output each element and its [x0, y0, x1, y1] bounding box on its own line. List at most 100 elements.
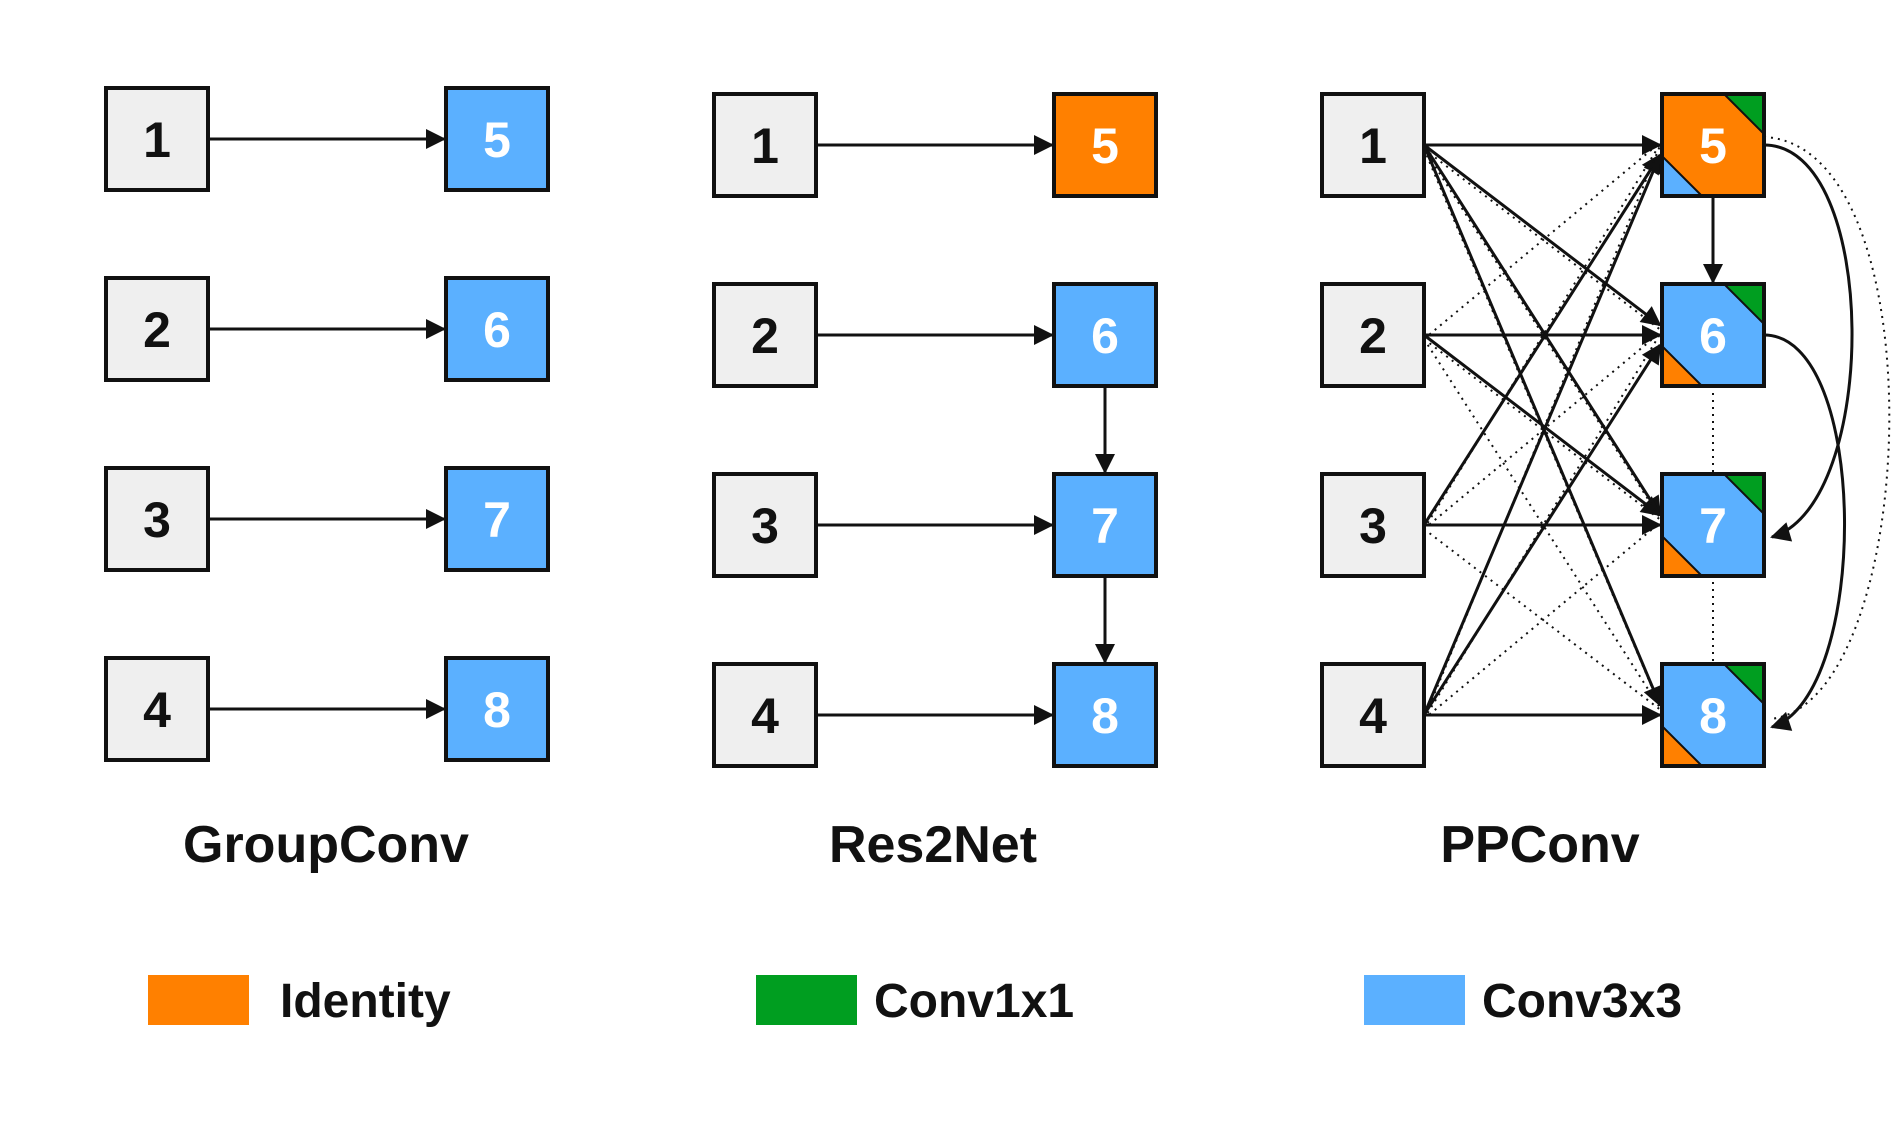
res2net-output-box-5: 5: [1052, 92, 1158, 198]
ppconv-input-box-3: 3: [1320, 472, 1426, 578]
legend: Identity Conv1x1 Conv3x3: [148, 975, 1682, 1028]
legend-label-conv3x3: Conv3x3: [1482, 975, 1682, 1028]
groupconv-input-box-1-rect: [104, 86, 210, 192]
groupconv-output-box-5: 5: [444, 86, 550, 192]
ppconv-cross-edge-1: [1422, 144, 1662, 517]
ppconv-dotted-edge-0-1: [1423, 148, 1663, 332]
legend-swatch-conv3x3: [1364, 975, 1465, 1025]
res2net-output-label-7: 7: [1091, 498, 1119, 554]
ppconv-cross-edge-0: [1423, 143, 1662, 327]
ppconv-cross-edge-6: [1422, 343, 1662, 716]
legend-label-identity: Identity: [280, 975, 451, 1028]
res2net-output-box-8: 8: [1052, 662, 1158, 768]
ppconv-output-5-border: [1660, 92, 1766, 198]
groupconv-input-box-2-rect: [104, 276, 210, 382]
res2net-input-box-2: 2: [712, 282, 818, 388]
ppconv-output-7-border: [1660, 472, 1766, 578]
groupconv-input-label-3: 3: [143, 492, 171, 548]
ppconv-output-label-7: 7: [1699, 498, 1727, 554]
res2net-output-box-7: 7: [1052, 472, 1158, 578]
res2net-input-label-4: 4: [751, 688, 779, 744]
ppconv-dotted-edge-2-3: [1423, 528, 1663, 712]
res2net-input-box-3: 3: [712, 472, 818, 578]
groupconv-input-box-1: 1: [104, 86, 210, 192]
nodes-layer: 1 2 3 4 5 6 7 8 1 2 3 4 5 6 7 8 1 2 3 4 5 6 7 8: [104, 86, 1766, 768]
ppconv-curve-5-to-7: [1763, 143, 1854, 542]
groupconv-output-6-border: [444, 276, 550, 382]
ppconv-output-box-5: 5: [1660, 92, 1766, 198]
res2net-input-label-1: 1: [751, 118, 779, 174]
res2net-output-label-8: 8: [1091, 688, 1119, 744]
ppconv-output-label-5: 5: [1699, 118, 1727, 174]
groupconv-input-box-2: 2: [104, 276, 210, 382]
ppconv-dotted-edge-2-0: [1423, 140, 1663, 530]
res2net-input-box-2-rect: [712, 282, 818, 388]
ppconv-output-box-8: 8: [1660, 662, 1766, 768]
res2net-output-box-6: 6: [1052, 282, 1158, 388]
ppconv-dotted-edge-2-1: [1423, 330, 1663, 530]
ppconv-cross-edge-7: [1422, 153, 1662, 526]
ppconv-cross-edge-4: [1423, 333, 1662, 517]
res2net-input-label-2: 2: [751, 308, 779, 364]
ppconv-input-box-1-rect: [1320, 92, 1426, 198]
res2net-input-label-3: 3: [751, 498, 779, 554]
ppconv-input-box-2-rect: [1320, 282, 1426, 388]
groupconv-input-box-4: 4: [104, 656, 210, 762]
ppconv-dotted-curve-5-to-8: [1763, 136, 1891, 720]
ppconv-dotted-edge-3-1: [1423, 330, 1663, 720]
res2net-output-label-6: 6: [1091, 308, 1119, 364]
ppconv-dotted-edge-1-0: [1423, 140, 1663, 340]
ppconv-cross-edge-5: [1422, 153, 1663, 716]
legend-swatch-identity: [148, 975, 249, 1025]
edges-layer: [208, 129, 1891, 731]
res2net-output-8-border: [1052, 662, 1158, 768]
ppconv-output-6-border: [1660, 282, 1766, 388]
groupconv-output-5-border: [444, 86, 550, 192]
res2net-output-5-border: [1052, 92, 1158, 198]
res2net-output-label-5: 5: [1091, 118, 1119, 174]
ppconv-input-box-4-rect: [1320, 662, 1426, 768]
groupconv-output-label-6: 6: [483, 302, 511, 358]
ppconv-output-label-6: 6: [1699, 308, 1727, 364]
groupconv-input-box-4-rect: [104, 656, 210, 762]
ppconv-input-box-4: 4: [1320, 662, 1426, 768]
ppconv-input-label-1: 1: [1359, 118, 1387, 174]
res2net-output-6-border: [1052, 282, 1158, 388]
groupconv-input-box-3: 3: [104, 466, 210, 572]
res2net-input-box-4: 4: [712, 662, 818, 768]
ppconv-input-box-3-rect: [1320, 472, 1426, 578]
ppconv-input-label-4: 4: [1359, 688, 1387, 744]
groupconv-output-7-border: [444, 466, 550, 572]
ppconv-input-label-2: 2: [1359, 308, 1387, 364]
res2net-input-box-1: 1: [712, 92, 818, 198]
groupconv-input-label-4: 4: [143, 682, 171, 738]
res2net-input-box-4-rect: [712, 662, 818, 768]
groupconv-output-box-7: 7: [444, 466, 550, 572]
panel-title-groupconv: GroupConv: [183, 816, 469, 874]
ppconv-curve-6-to-8: [1763, 333, 1846, 731]
legend-swatch-conv1x1: [756, 975, 857, 1025]
ppconv-input-box-1: 1: [1320, 92, 1426, 198]
legend-label-conv1x1: Conv1x1: [874, 975, 1074, 1028]
ppconv-dotted-edge-3-2: [1423, 520, 1663, 720]
groupconv-output-label-7: 7: [483, 492, 511, 548]
ppconv-output-label-8: 8: [1699, 688, 1727, 744]
ppconv-output-box-7: 7: [1660, 472, 1766, 578]
groupconv-input-label-2: 2: [143, 302, 171, 358]
groupconv-output-8-border: [444, 656, 550, 762]
ppconv-input-label-3: 3: [1359, 498, 1387, 554]
res2net-input-box-3-rect: [712, 472, 818, 578]
groupconv-output-label-8: 8: [483, 682, 511, 738]
res2net-output-7-border: [1052, 472, 1158, 578]
groupconv-input-label-1: 1: [143, 112, 171, 168]
groupconv-output-label-5: 5: [483, 112, 511, 168]
groupconv-output-box-8: 8: [444, 656, 550, 762]
ppconv-dotted-edge-1-2: [1423, 338, 1663, 522]
groupconv-input-box-3-rect: [104, 466, 210, 572]
panel-title-ppconv: PPConv: [1440, 816, 1639, 874]
ppconv-input-box-2: 2: [1320, 282, 1426, 388]
ppconv-output-8-border: [1660, 662, 1766, 768]
res2net-input-box-1-rect: [712, 92, 818, 198]
res2net-output-box-5-rect: [1052, 92, 1158, 198]
